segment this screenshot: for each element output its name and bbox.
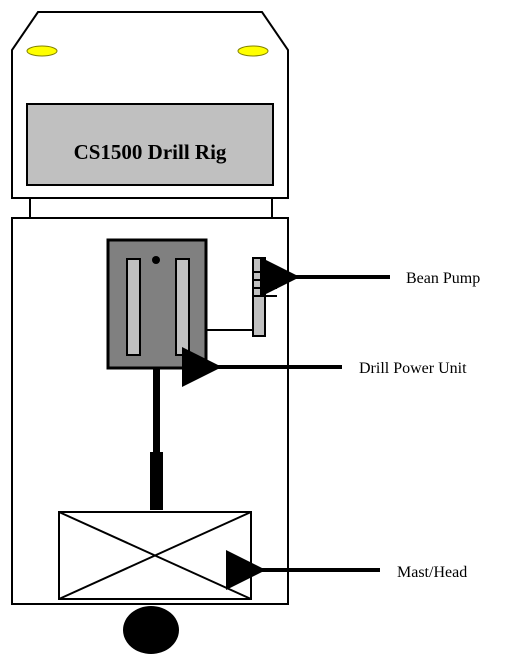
cab: CS1500 Drill Rig [11,11,289,199]
mast-head [58,511,252,600]
label-drill-power-unit: Drill Power Unit [182,347,467,387]
drill-power-unit [106,238,208,370]
power-unit-slot-right [175,258,190,356]
label-mast-head: Mast/Head [226,550,467,590]
drill-shaft-taper [150,452,163,510]
cab-body-connector [29,197,273,219]
drill-shaft [153,368,160,510]
title-panel [26,103,274,186]
headlight-left-icon [26,45,58,57]
mast-head-cross-2 [58,511,252,600]
label-bean-pump: Bean Pump [260,257,480,297]
power-unit-slot-left [126,258,141,356]
headlight-right-icon [237,45,269,57]
bean-pump-label: Bean Pump [406,270,480,287]
mast-head-label: Mast/Head [397,564,467,581]
power-unit-indicator-icon [152,256,160,264]
drill-power-unit-label: Drill Power Unit [359,360,467,377]
wheel-icon [123,606,179,654]
title-label: CS1500 Drill Rig [74,140,227,164]
